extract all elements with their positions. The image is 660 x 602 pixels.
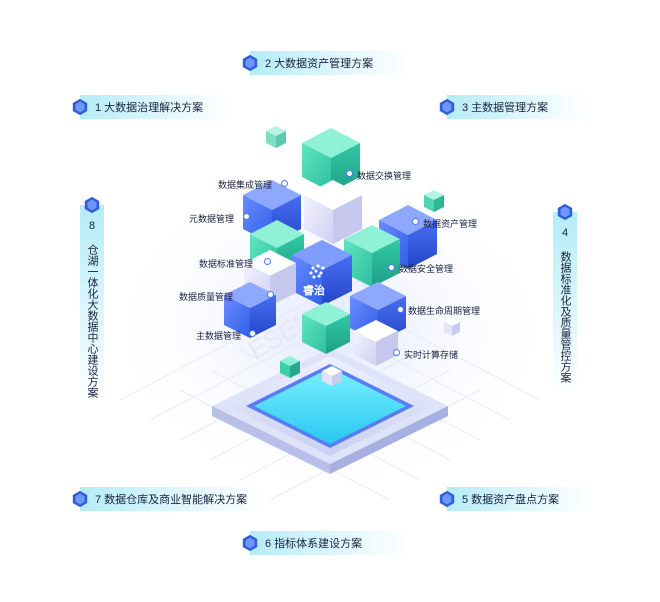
solution-banner-text: 5 数据资产盘点方案 [462,494,560,506]
hexagon-icon [72,490,88,508]
hexagon-icon [557,203,573,221]
connector-dot [388,264,395,271]
connector-dot [412,218,419,225]
solution-banner-3[interactable]: 3 主数据管理方案 [439,95,587,119]
module-label-master-data: 主数据管理 [196,331,242,341]
connector-dot [249,330,256,337]
module-label-realtime-compute: 实时计算存储 [404,350,459,360]
connector-dot [281,180,288,187]
connector-dot [397,306,404,313]
hexagon-icon [439,98,455,116]
solution-banner-text: 3 主数据管理方案 [462,102,549,114]
solution-banner-2[interactable]: 2 大数据资产管理方案 [242,51,410,75]
hexagon-icon [242,534,258,552]
hexagon-icon [84,196,100,214]
hexagon-icon [72,98,88,116]
connector-dot [393,349,400,356]
module-label-data-exchange: 数据交换管理 [357,171,412,181]
module-label-data-integration: 数据集成管理 [218,180,273,190]
module-label-data-lifecycle: 数据生命周期管理 [408,306,481,316]
solution-banner-text: 4 数据标准化及质量管控方案 [559,227,571,383]
solution-banner-text: 7 数据仓库及商业智能解决方案 [95,494,248,506]
solution-banner-text: 6 指标体系建设方案 [265,538,363,550]
solution-banner-6[interactable]: 6 指标体系建设方案 [242,531,410,555]
solution-banner-text: 1 大数据治理解决方案 [95,102,204,114]
solution-banner-8[interactable]: 8 仓湖一体化大数据中心建设方案 [80,196,104,403]
connector-dot [346,170,353,177]
solution-banner-7[interactable]: 7 数据仓库及商业智能解决方案 [72,487,265,511]
solution-banner-5[interactable]: 5 数据资产盘点方案 [439,487,592,511]
hexagon-icon [439,490,455,508]
solution-banner-text: 8 仓湖一体化大数据中心建设方案 [86,220,98,398]
connector-dot [264,258,271,265]
connector-dot [267,291,274,298]
module-label-metadata: 元数据管理 [189,214,235,224]
hexagon-icon [242,54,258,72]
solution-banner-4[interactable]: 4 数据标准化及质量管控方案 [553,203,577,392]
module-label-data-standard: 数据标准管理 [199,259,254,269]
module-label-data-asset: 数据资产管理 [423,219,478,229]
module-label-data-quality: 数据质量管理 [179,292,234,302]
connector-dot [243,213,250,220]
logo-text: 睿治 [303,285,325,297]
solution-banner-text: 2 大数据资产管理方案 [265,58,374,70]
module-label-data-security: 数据安全管理 [399,264,454,274]
solution-banner-1[interactable]: 1 大数据治理解决方案 [72,95,230,119]
